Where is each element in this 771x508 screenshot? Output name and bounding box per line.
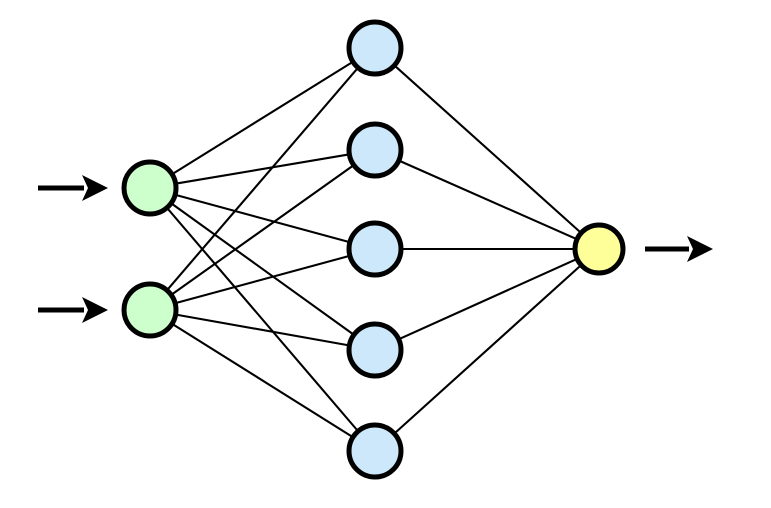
node-circle-i1[interactable] (121, 159, 179, 217)
edge-i1-to-h4 (169, 201, 356, 337)
node-circle-h3[interactable] (346, 220, 404, 278)
node-i2[interactable] (121, 281, 179, 339)
node-h5[interactable] (346, 422, 404, 480)
edge-i2-to-h4 (174, 313, 351, 347)
input-arrow-1-head (82, 175, 108, 201)
edge-h1-to-o1 (392, 63, 583, 235)
edge-h2-to-o1 (397, 159, 579, 241)
input-arrow-2-head (82, 297, 108, 323)
edge-layer (165, 60, 583, 439)
edge-i1-to-h3 (173, 193, 352, 244)
edge-i2-to-h2 (169, 163, 356, 297)
node-h4[interactable] (346, 321, 404, 379)
node-circle-h1[interactable] (346, 19, 404, 77)
edge-i1-to-h1 (170, 60, 355, 176)
node-circle-h2[interactable] (346, 121, 404, 179)
output-arrow-head (687, 236, 713, 262)
node-circle-h4[interactable] (346, 321, 404, 379)
io-arrow-layer (38, 175, 713, 323)
edge-i2-to-h3 (173, 254, 352, 305)
node-layer (121, 19, 626, 480)
node-h2[interactable] (346, 121, 404, 179)
node-circle-i2[interactable] (121, 281, 179, 339)
node-i1[interactable] (121, 159, 179, 217)
edge-i1-to-h5 (165, 206, 360, 433)
edge-i2-to-h1 (165, 66, 360, 292)
edge-h4-to-o1 (397, 257, 579, 341)
node-o1[interactable] (572, 222, 626, 276)
node-circle-o1[interactable] (572, 222, 626, 276)
edge-h5-to-o1 (392, 263, 583, 436)
node-h1[interactable] (346, 19, 404, 77)
edge-i2-to-h5 (170, 322, 355, 439)
node-h3[interactable] (346, 220, 404, 278)
edge-i1-to-h2 (174, 153, 351, 185)
node-circle-h5[interactable] (346, 422, 404, 480)
